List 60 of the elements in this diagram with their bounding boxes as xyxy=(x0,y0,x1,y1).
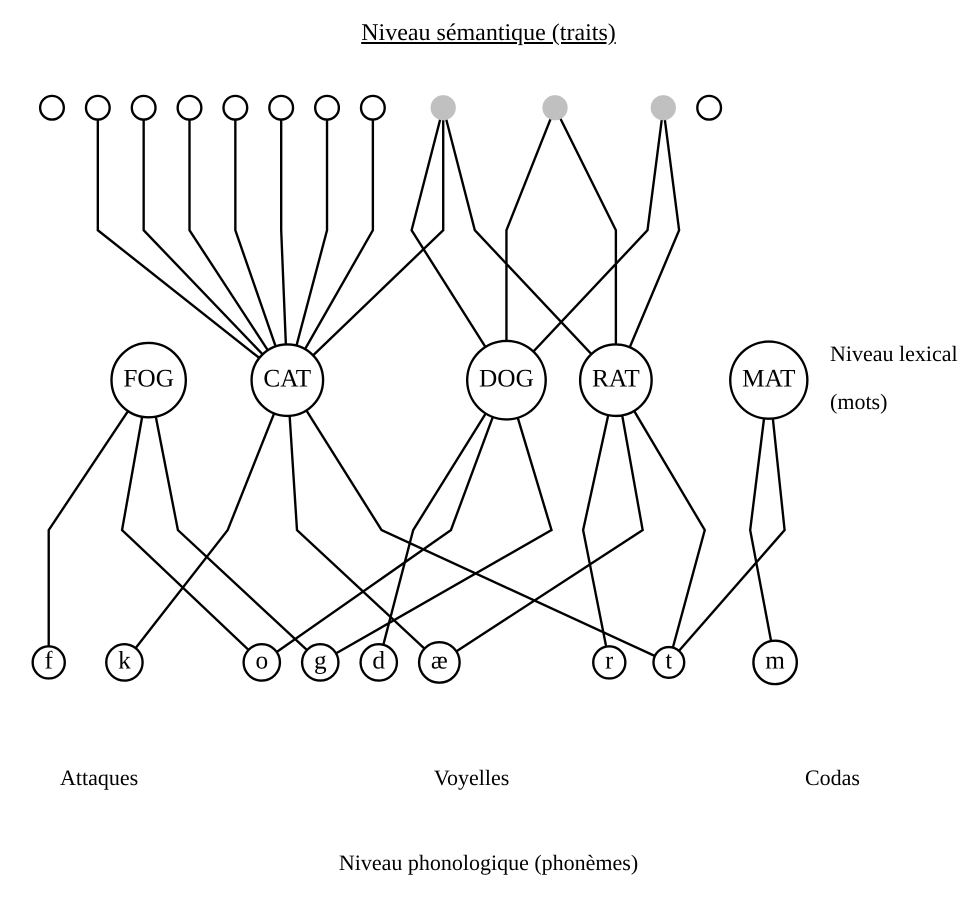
group-label: Attaques xyxy=(60,765,138,791)
node-circle xyxy=(650,95,676,120)
connector xyxy=(633,410,706,648)
connector xyxy=(288,416,426,650)
connector xyxy=(312,120,444,356)
node-circle: r xyxy=(592,645,627,680)
node-circle xyxy=(222,94,248,121)
connector xyxy=(154,416,308,651)
node-circle: RAT xyxy=(578,343,653,418)
connector xyxy=(678,418,786,652)
connector xyxy=(280,120,288,344)
group-label: Codas xyxy=(804,765,860,791)
connector xyxy=(382,412,487,646)
node-circle xyxy=(130,94,157,121)
node-circle xyxy=(542,95,568,120)
connector xyxy=(582,414,610,647)
connector xyxy=(295,120,328,346)
connector xyxy=(188,120,269,351)
connector xyxy=(276,416,494,653)
connector xyxy=(142,120,264,356)
connector xyxy=(134,412,276,649)
connector xyxy=(628,119,680,348)
node-circle xyxy=(314,94,340,121)
node-circle: t xyxy=(652,646,686,679)
connector xyxy=(335,417,553,654)
connector xyxy=(120,416,250,651)
node-circle xyxy=(696,94,722,121)
node-circle: d xyxy=(359,643,398,682)
node-circle xyxy=(268,94,294,121)
node-circle xyxy=(360,94,386,121)
connector xyxy=(305,410,656,658)
connector xyxy=(559,118,618,344)
connector xyxy=(505,118,552,341)
node-circle: g xyxy=(300,643,340,682)
connector xyxy=(410,118,486,348)
node-circle: m xyxy=(752,640,798,686)
node-circle xyxy=(430,95,456,120)
connector xyxy=(234,120,277,347)
node-circle: FOG xyxy=(110,342,187,418)
level-label: Niveau lexical (mots) xyxy=(830,340,959,416)
node-circle xyxy=(176,94,203,121)
node-circle: o xyxy=(242,643,282,682)
node-circle xyxy=(84,94,111,121)
group-label: Voyelles xyxy=(434,765,510,791)
connector xyxy=(532,119,663,352)
connector xyxy=(96,120,260,359)
connector xyxy=(748,418,772,642)
node-circle: f xyxy=(31,645,66,680)
connector xyxy=(48,410,130,646)
node-circle xyxy=(38,94,66,121)
title: Niveau sémantique (traits) xyxy=(361,20,616,46)
node-circle: æ xyxy=(418,640,461,684)
node-circle: MAT xyxy=(729,340,809,420)
connector xyxy=(456,415,644,652)
node-circle: CAT xyxy=(250,343,324,418)
connector xyxy=(445,118,592,355)
level-label: Niveau phonologique (phonèmes) xyxy=(338,850,638,876)
connector xyxy=(304,120,374,350)
node-circle: DOG xyxy=(466,340,547,421)
node-circle: k xyxy=(105,643,144,682)
